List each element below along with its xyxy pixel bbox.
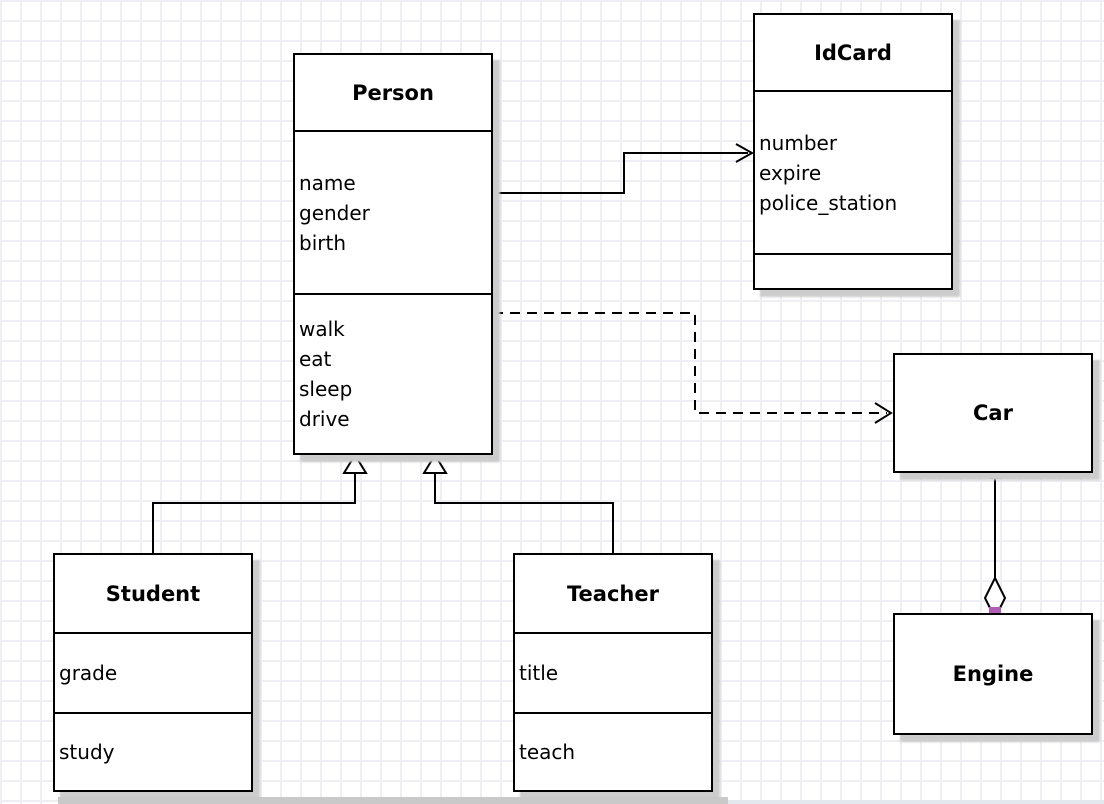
class-engine[interactable]: Engine	[893, 613, 1093, 735]
class-person-methods: walk eat sleep drive	[295, 293, 491, 453]
method: sleep	[299, 377, 353, 401]
class-student-methods: study	[55, 712, 251, 790]
class-idcard-attributes: number expire police_station	[755, 90, 951, 253]
attribute: gender	[299, 200, 370, 225]
method: teach	[519, 740, 576, 764]
attribute: police_station	[759, 190, 898, 215]
class-student[interactable]: Student grade study	[53, 553, 253, 792]
class-person-title: Person	[352, 80, 434, 105]
class-car[interactable]: Car	[893, 353, 1093, 473]
attribute: grade	[59, 661, 118, 685]
class-idcard[interactable]: IdCard number expire police_station	[753, 13, 953, 290]
method: drive	[299, 407, 350, 431]
class-idcard-methods	[755, 253, 951, 288]
class-teacher-title: Teacher	[567, 581, 659, 606]
method: walk	[299, 317, 345, 341]
class-teacher[interactable]: Teacher title teach	[513, 553, 713, 792]
method: study	[59, 740, 115, 764]
method: eat	[299, 347, 332, 371]
class-engine-title: Engine	[952, 662, 1034, 686]
class-teacher-methods: teach	[515, 712, 711, 790]
class-teacher-attributes: title	[515, 632, 711, 712]
class-student-title: Student	[105, 581, 201, 606]
class-person[interactable]: Person name gender birth walk eat sleep …	[293, 53, 493, 455]
class-person-attributes: name gender birth	[295, 130, 491, 293]
attribute: birth	[299, 230, 346, 255]
class-student-attributes: grade	[55, 632, 251, 712]
attribute: title	[519, 661, 559, 685]
class-idcard-title: IdCard	[814, 40, 892, 65]
attribute: number	[759, 130, 838, 155]
attribute: expire	[759, 160, 822, 185]
page-edge-light	[728, 800, 1104, 804]
class-car-title: Car	[973, 401, 1013, 425]
page-edge-shadow	[58, 797, 728, 804]
attribute: name	[299, 170, 356, 195]
